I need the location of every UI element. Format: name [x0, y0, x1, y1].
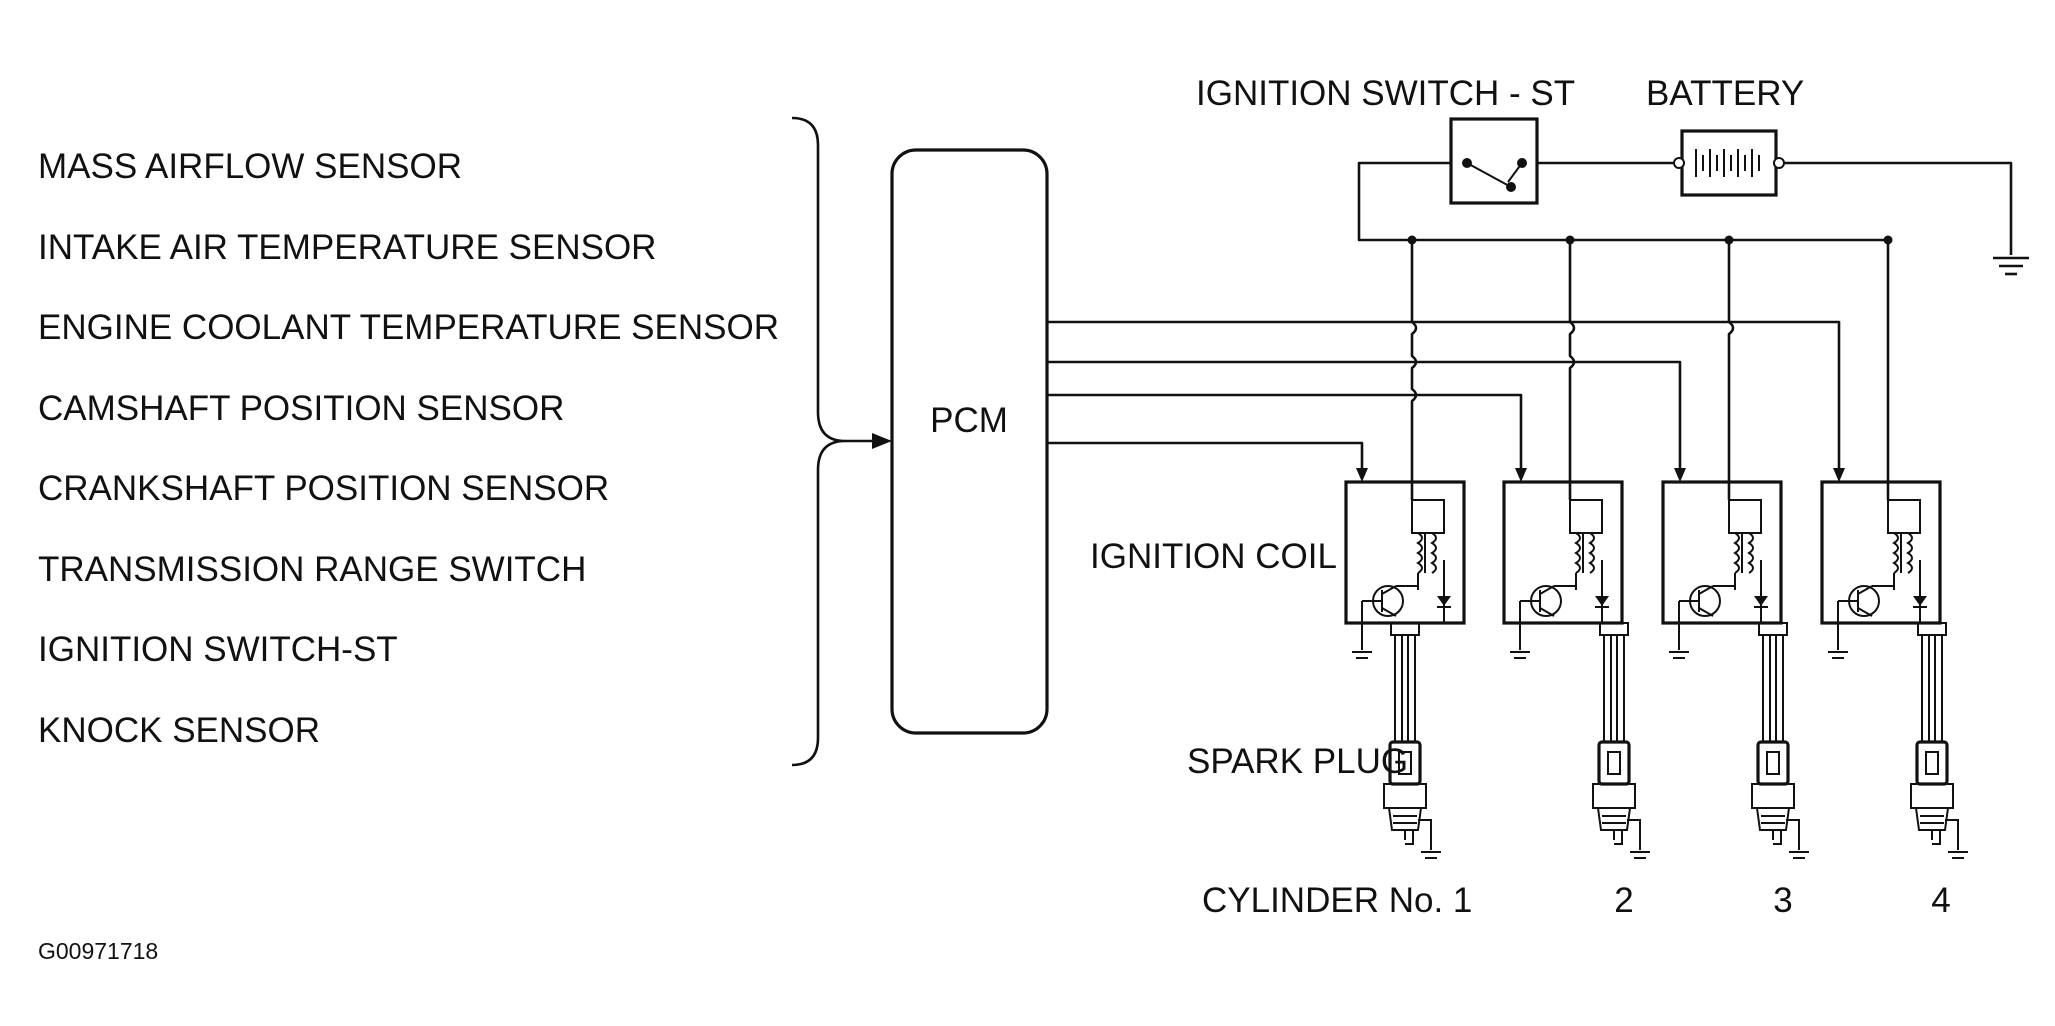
ignition-switch: [1449, 117, 1539, 205]
switch-feed-wire: [1357, 161, 1888, 242]
input-brace: [791, 116, 847, 767]
ignition-coil-cyl-3: [1661, 480, 1783, 659]
spark-plug-label: SPARK PLUG: [1187, 742, 1408, 781]
input-label-camshaft-position: CAMSHAFT POSITION SENSOR: [38, 389, 564, 428]
input-label-engine-coolant-temp: ENGINE COOLANT TEMPERATURE SENSOR: [38, 308, 779, 347]
cylinder-label-4: 4: [1931, 881, 1950, 920]
battery-ground-wire: [1784, 161, 2013, 255]
pcm-box: [890, 148, 1049, 735]
spark-plug-cyl-3: [1751, 622, 1809, 859]
input-label-mass-airflow: MASS AIRFLOW SENSOR: [38, 147, 462, 186]
input-label-knock-sensor: KNOCK SENSOR: [38, 711, 320, 750]
ignition-switch-label: IGNITION SWITCH - ST: [1196, 74, 1575, 113]
battery-ground-icon: [1993, 256, 2029, 276]
spark-plug-cyl-1: [1383, 622, 1441, 859]
brace-arrow-icon: [872, 433, 892, 449]
cylinder-label-1: CYLINDER No. 1: [1202, 881, 1472, 920]
figure-code: G00971718: [38, 938, 158, 964]
cylinder-label-2: 2: [1614, 881, 1633, 920]
battery-label: BATTERY: [1646, 74, 1804, 113]
ignition-coil-label: IGNITION COIL: [1090, 537, 1337, 576]
pcm-signal-lines: [1047, 320, 1845, 482]
ignition-coil-cyl-4: [1820, 480, 1942, 659]
spark-plug-cyl-4: [1910, 622, 1968, 859]
cylinder-label-3: 3: [1773, 881, 1792, 920]
input-label-crankshaft-position: CRANKSHAFT POSITION SENSOR: [38, 469, 609, 508]
spark-plug-cyl-2: [1592, 622, 1650, 859]
input-label-transmission-range: TRANSMISSION RANGE SWITCH: [38, 550, 586, 589]
input-label-ignition-switch-st: IGNITION SWITCH-ST: [38, 630, 398, 669]
battery-symbol: [1673, 129, 1785, 197]
ignition-coil-cyl-1: [1344, 480, 1466, 659]
ignition-coil-cyl-2: [1502, 480, 1624, 659]
supply-drops: [1407, 235, 1893, 500]
pcm-label: PCM: [930, 401, 1008, 440]
input-label-intake-air-temp: INTAKE AIR TEMPERATURE SENSOR: [38, 228, 656, 267]
input-sensor-list: MASS AIRFLOW SENSOR INTAKE AIR TEMPERATU…: [38, 147, 779, 750]
